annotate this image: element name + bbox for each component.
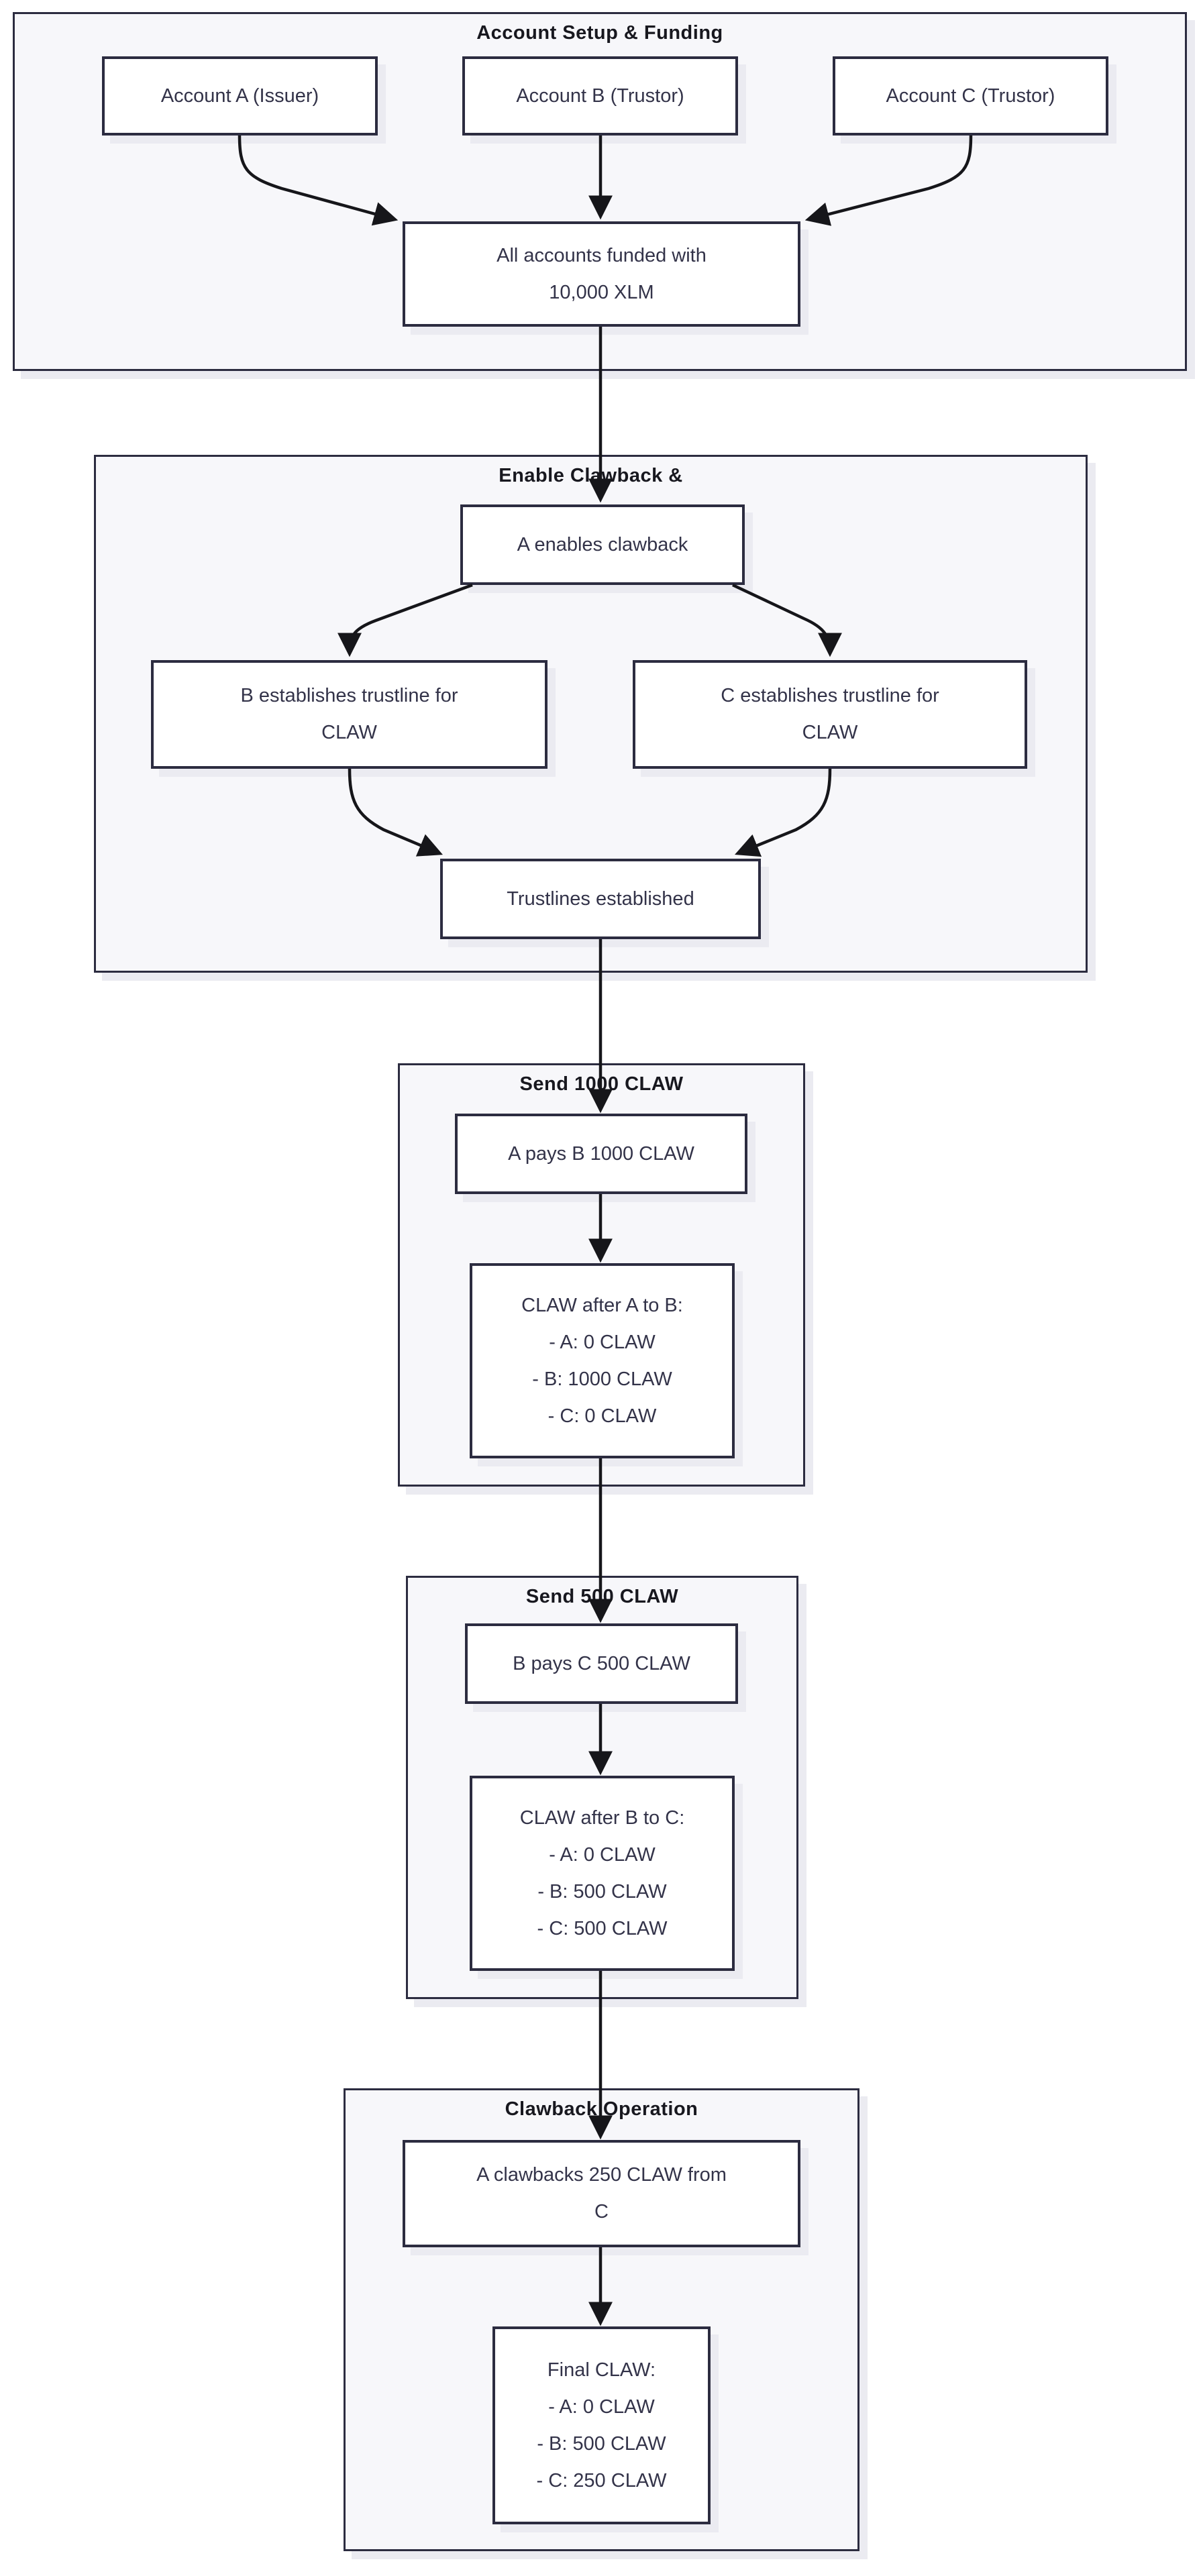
node-account-b: Account B (Trustor) xyxy=(462,56,738,136)
node-b-pays-c-label: B pays C 500 CLAW xyxy=(513,1652,690,1674)
node-a-clawbacks-c-line2: C xyxy=(594,2201,609,2222)
node-b-trustline-line1: B establishes trustline for xyxy=(240,685,458,706)
node-final-claw: Final CLAW: - A: 0 CLAW - B: 500 CLAW - … xyxy=(492,2326,711,2524)
final-claw-a: - A: 0 CLAW xyxy=(548,2396,655,2418)
balances-bc-a: - A: 0 CLAW xyxy=(549,1843,656,1866)
final-claw-c: - C: 250 CLAW xyxy=(536,2469,667,2491)
node-b-trustline-line2: CLAW xyxy=(321,722,377,743)
balances-ab-c: - C: 0 CLAW xyxy=(547,1405,657,1427)
node-account-a-label: Account A (Issuer) xyxy=(160,85,319,107)
node-account-c-label: Account C (Trustor) xyxy=(886,85,1055,107)
balances-bc-title: CLAW after B to C: xyxy=(519,1807,685,1829)
node-b-pays-c: B pays C 500 CLAW xyxy=(465,1623,738,1704)
node-account-a: Account A (Issuer) xyxy=(102,56,378,136)
node-claw-after-a-to-b: CLAW after A to B: - A: 0 CLAW - B: 1000… xyxy=(470,1263,735,1458)
final-claw-title: Final CLAW: xyxy=(547,2359,656,2381)
balances-bc-b: - B: 500 CLAW xyxy=(537,1880,667,1902)
section-title-clawback-operation: Clawback Operation xyxy=(505,2098,698,2120)
node-c-trustline: C establishes trustline for CLAW xyxy=(633,660,1027,769)
node-claw-after-b-to-c: CLAW after B to C: - A: 0 CLAW - B: 500 … xyxy=(470,1776,735,1971)
section-title-enable-clawback: Enable Clawback & xyxy=(499,465,683,486)
node-trustlines-established: Trustlines established xyxy=(440,859,761,939)
node-all-accounts-funded-line1: All accounts funded with xyxy=(497,244,707,266)
node-a-clawbacks-c-line1: A clawbacks 250 CLAW from xyxy=(476,2164,727,2186)
final-claw-b: - B: 500 CLAW xyxy=(537,2432,666,2455)
node-a-enables-clawback-label: A enables clawback xyxy=(517,533,688,555)
node-b-trustline: B establishes trustline for CLAW xyxy=(151,660,547,769)
section-title-send-1000-claw: Send 1000 CLAW xyxy=(519,1073,684,1095)
node-all-accounts-funded-line2: 10,000 XLM xyxy=(549,281,654,303)
node-a-pays-b: A pays B 1000 CLAW xyxy=(455,1114,747,1194)
node-trustlines-established-label: Trustlines established xyxy=(507,888,694,910)
node-c-trustline-line1: C establishes trustline for xyxy=(721,685,939,706)
node-a-enables-clawback: A enables clawback xyxy=(460,504,745,585)
node-a-pays-b-label: A pays B 1000 CLAW xyxy=(508,1142,694,1165)
balances-bc-c: - C: 500 CLAW xyxy=(537,1917,668,1939)
node-account-c: Account C (Trustor) xyxy=(833,56,1108,136)
section-title-account-setup-funding: Account Setup & Funding xyxy=(476,22,723,44)
balances-ab-a: - A: 0 CLAW xyxy=(549,1331,656,1353)
node-all-accounts-funded: All accounts funded with 10,000 XLM xyxy=(403,221,800,327)
node-c-trustline-line2: CLAW xyxy=(802,722,858,743)
node-account-b-label: Account B (Trustor) xyxy=(516,85,684,107)
section-title-send-500-claw: Send 500 CLAW xyxy=(525,1586,679,1607)
balances-ab-b: - B: 1000 CLAW xyxy=(532,1368,672,1390)
balances-ab-title: CLAW after A to B: xyxy=(521,1294,683,1316)
node-a-clawbacks-c: A clawbacks 250 CLAW from C xyxy=(403,2140,800,2247)
